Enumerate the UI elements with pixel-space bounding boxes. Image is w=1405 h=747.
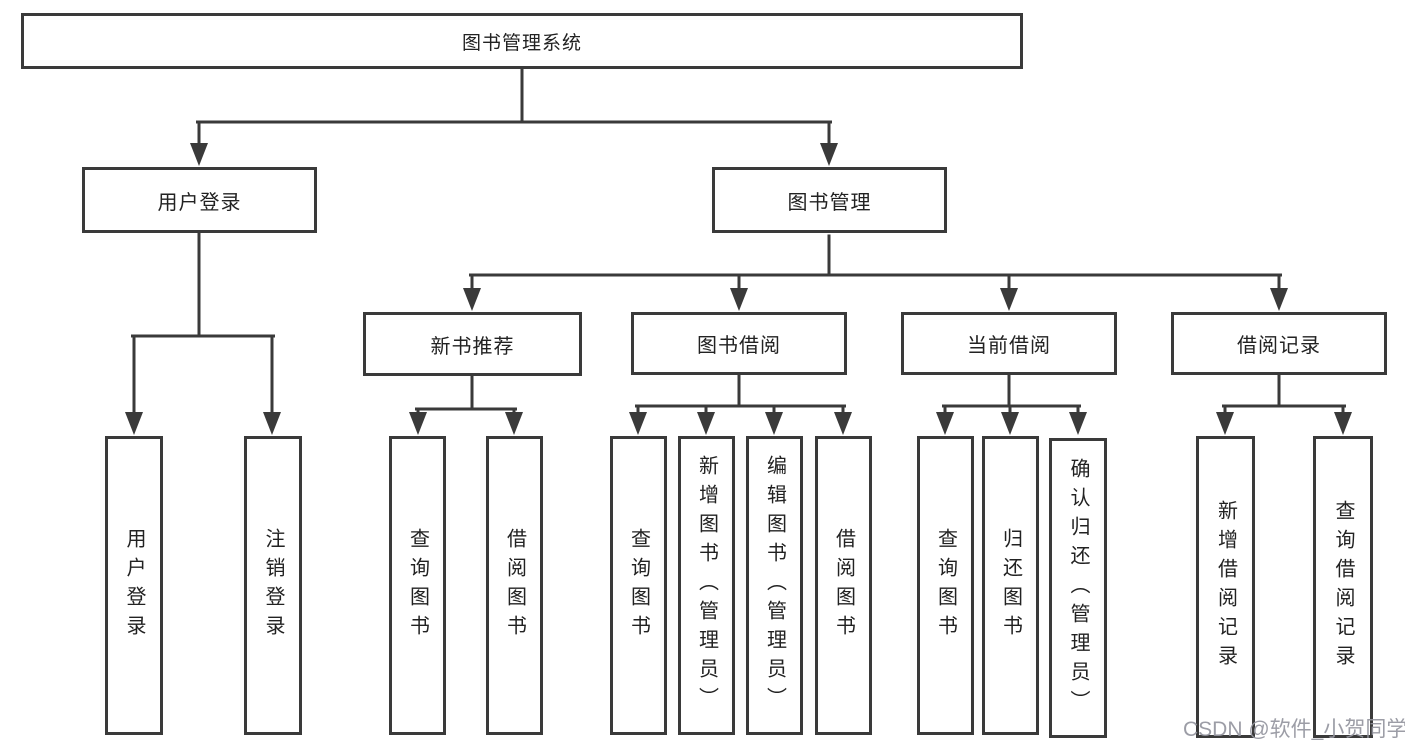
- leaf-newbook-query-book: 查询图书: [389, 436, 446, 735]
- node-new-book-recommend: 新书推荐: [363, 312, 582, 376]
- leaf-borrow-query-book: 查询图书: [610, 436, 667, 735]
- node-borrowing-records: 借阅记录: [1171, 312, 1387, 375]
- leaf-borrow-borrow-book: 借阅图书: [815, 436, 872, 735]
- leaf-current-query-book: 查询图书: [917, 436, 974, 735]
- leaf-records-add-record: 新增借阅记录: [1196, 436, 1255, 738]
- leaf-borrow-edit-book-admin: 编辑图书（管理员）: [746, 436, 803, 735]
- leaf-logout: 注销登录: [244, 436, 302, 735]
- leaf-records-query-record: 查询借阅记录: [1313, 436, 1373, 738]
- node-current-borrowing: 当前借阅: [901, 312, 1117, 375]
- watermark: CSDN @软件_小贺同学: [1183, 718, 1405, 741]
- leaf-user-login: 用户登录: [105, 436, 163, 735]
- node-book-management: 图书管理: [712, 167, 947, 233]
- leaf-current-confirm-return-admin: 确认归还（管理员）: [1049, 438, 1107, 738]
- node-book-borrowing: 图书借阅: [631, 312, 847, 375]
- node-user-login: 用户登录: [82, 167, 317, 233]
- leaf-newbook-borrow-book: 借阅图书: [486, 436, 543, 735]
- leaf-current-return-book: 归还图书: [982, 436, 1039, 735]
- node-library-management-system: 图书管理系统: [21, 13, 1023, 69]
- leaf-borrow-add-book-admin: 新增图书（管理员）: [678, 436, 735, 735]
